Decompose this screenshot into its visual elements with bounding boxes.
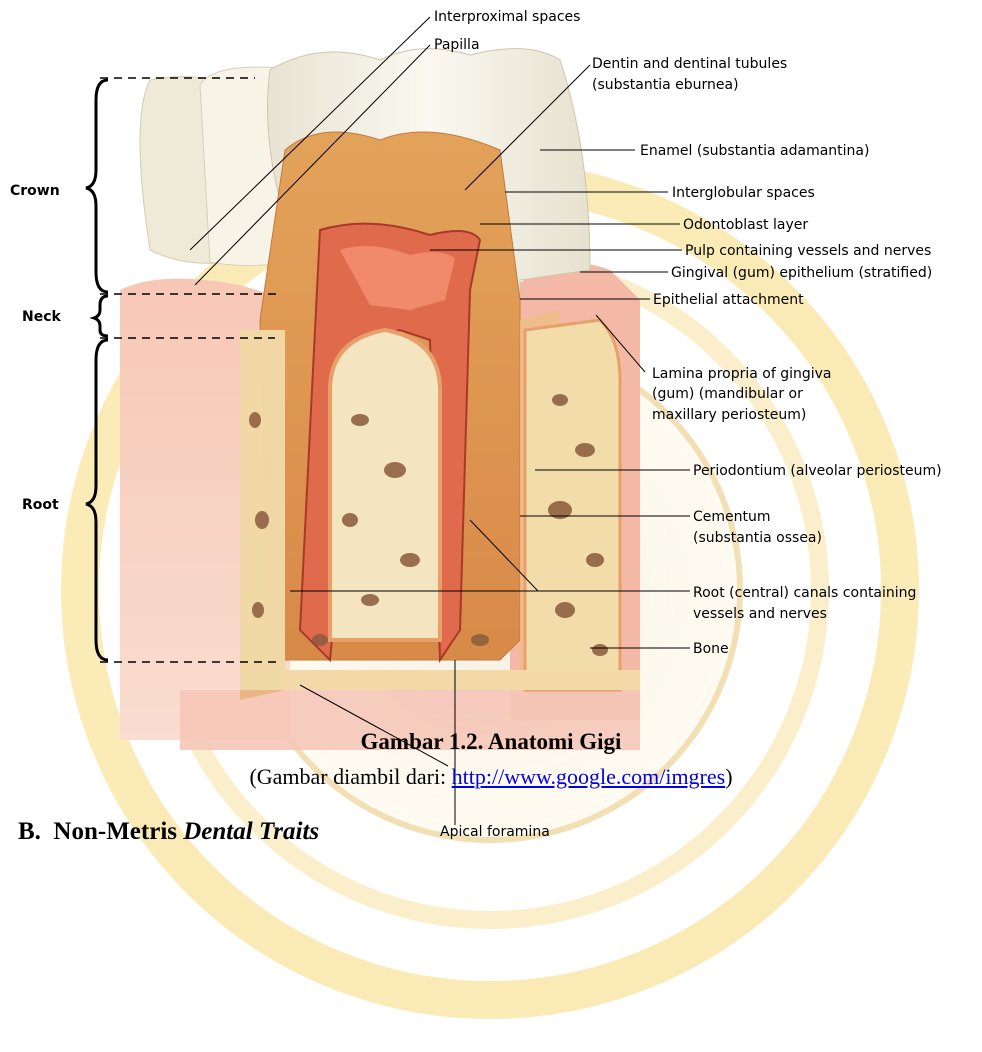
- source-prefix: (Gambar diambil dari:: [249, 764, 451, 789]
- label-interglobular-spaces: Interglobular spaces: [672, 185, 815, 201]
- label-apical-foramina: Apical foramina: [440, 824, 550, 840]
- label-interproximal-spaces: Interproximal spaces: [434, 9, 580, 25]
- label-papilla: Papilla: [434, 37, 480, 53]
- crown-section-label: Crown: [10, 183, 60, 199]
- neck-section-label: Neck: [22, 309, 62, 325]
- label-epithelial-attachment: Epithelial attachment: [653, 292, 804, 308]
- label-cementum-line2: (substantia ossea): [693, 530, 822, 546]
- label-enamel: Enamel (substantia adamantina): [640, 143, 869, 159]
- section-heading-prefix: B. Non-Metris: [18, 818, 183, 845]
- label-periodontium: Periodontium (alveolar periosteum): [693, 463, 942, 479]
- figure-caption-source: (Gambar diambil dari: http://www.google.…: [0, 764, 982, 790]
- label-root-canals-line1: Root (central) canals containing: [693, 585, 916, 601]
- source-suffix: ): [725, 764, 732, 789]
- figure-caption-title: Gambar 1.2. Anatomi Gigi: [0, 729, 982, 755]
- label-odontoblast-layer: Odontoblast layer: [683, 217, 808, 233]
- label-lamina-propria-line3: maxillary periosteum): [652, 407, 806, 423]
- label-dentin-line2: (substantia eburnea): [592, 77, 739, 93]
- label-lamina-propria-line2: (gum) (mandibular or: [652, 386, 803, 402]
- section-heading-italic: Dental Traits: [183, 818, 319, 845]
- section-heading: B. Non-Metris Dental Traits: [18, 818, 319, 846]
- label-lamina-propria-line1: Lamina propria of gingiva: [652, 366, 832, 382]
- label-cementum-line1: Cementum: [693, 509, 771, 525]
- label-gingival-epithelium: Gingival (gum) epithelium (stratified): [671, 265, 932, 281]
- source-link[interactable]: http://www.google.com/imgres: [452, 764, 726, 789]
- label-pulp: Pulp containing vessels and nerves: [685, 243, 931, 259]
- label-root-canals-line2: vessels and nerves: [693, 606, 827, 622]
- root-section-label: Root: [22, 497, 59, 513]
- label-bone: Bone: [693, 641, 729, 657]
- label-dentin-line1: Dentin and dentinal tubules: [592, 56, 787, 72]
